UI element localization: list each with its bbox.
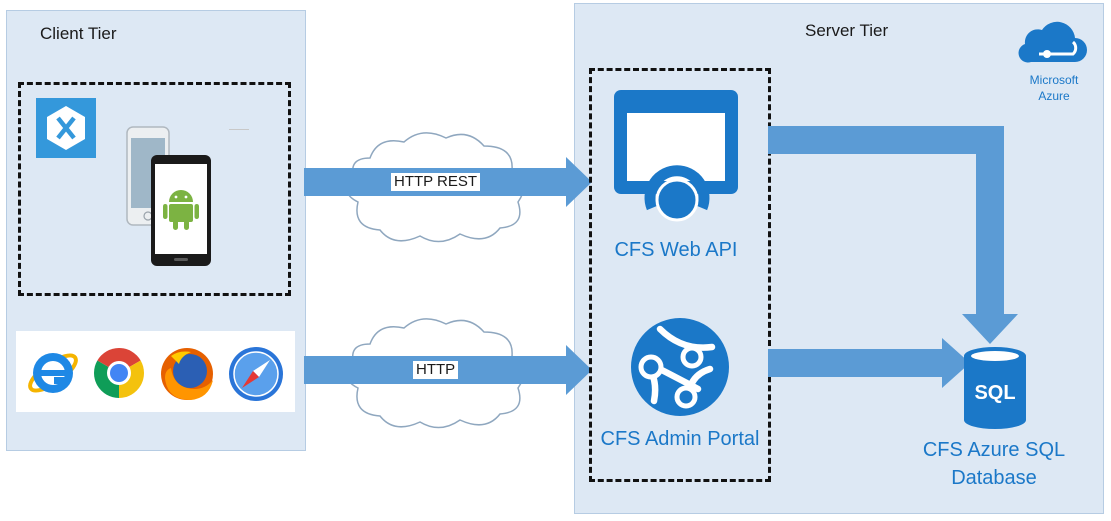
internet-explorer-icon bbox=[28, 353, 78, 393]
web-api-to-db-arrow bbox=[768, 126, 1018, 344]
http-rest-label: HTTP REST bbox=[391, 173, 481, 191]
android-phone-icon bbox=[151, 155, 211, 266]
database-label: CFS Azure SQL Database bbox=[904, 436, 1084, 492]
azure-cloud-icon bbox=[1018, 21, 1087, 63]
azure-label-line2: Azure bbox=[1038, 89, 1070, 103]
sql-icon-text: SQL bbox=[974, 382, 1015, 404]
server-tier-panel bbox=[574, 3, 1104, 514]
sql-database-icon: SQL bbox=[964, 347, 1026, 429]
database-label-line2: Database bbox=[951, 467, 1037, 489]
server-apps-group bbox=[589, 68, 771, 482]
web-api-label: CFS Web API bbox=[614, 239, 738, 261]
mobile-clients-group bbox=[18, 82, 291, 296]
chrome-icon bbox=[94, 348, 144, 398]
xamarin-icon bbox=[36, 98, 96, 158]
http-label: HTTP bbox=[413, 361, 459, 379]
azure-label: Microsoft Azure bbox=[1012, 72, 1096, 104]
admin-portal-label: CFS Admin Portal bbox=[600, 428, 760, 450]
web-api-icon bbox=[614, 90, 738, 222]
client-tier-label: Client Tier bbox=[40, 24, 117, 43]
admin-portal-to-db-arrow bbox=[768, 338, 970, 388]
firefox-icon bbox=[161, 348, 213, 400]
database-label-line1: CFS Azure SQL bbox=[922, 439, 1066, 461]
server-tier-label: Server Tier bbox=[805, 21, 889, 40]
admin-portal-icon bbox=[631, 318, 729, 416]
divider-line bbox=[229, 129, 249, 130]
safari-icon bbox=[229, 347, 283, 401]
azure-label-line1: Microsoft bbox=[1029, 73, 1079, 87]
